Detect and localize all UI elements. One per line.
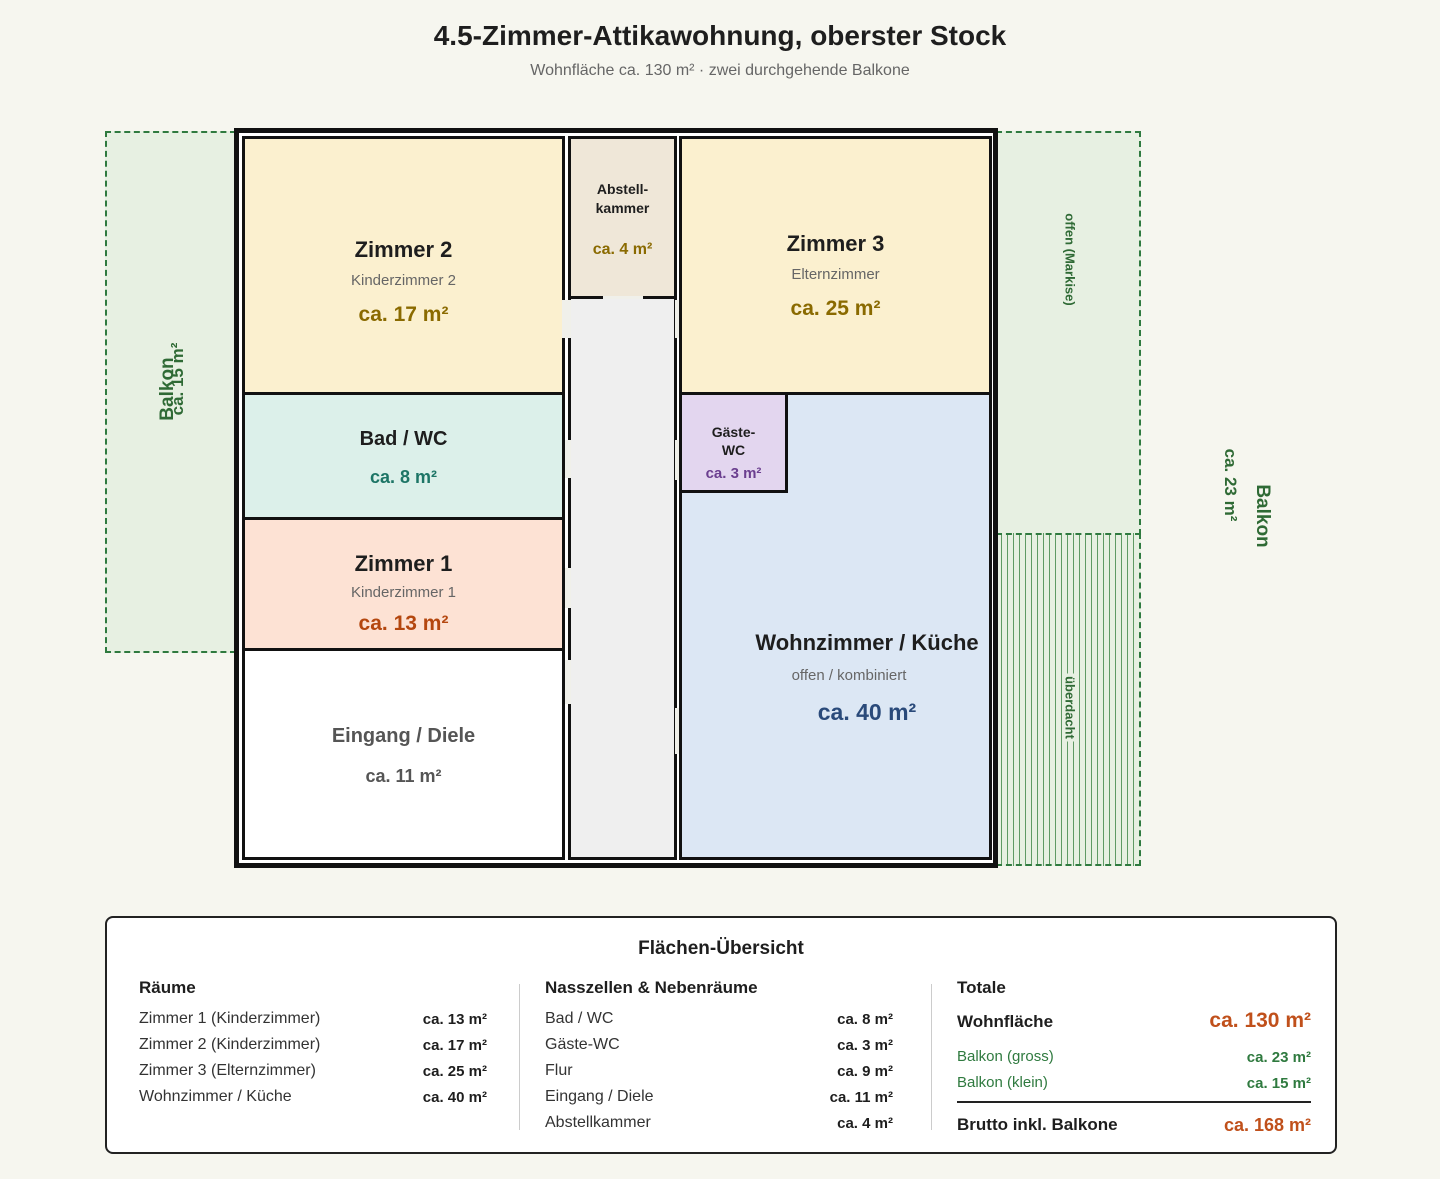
room-zimmer-2: Zimmer 2 Kinderzimmer 2 ca. 17 m²: [242, 136, 565, 395]
list-item: Zimmer 1 (Kinderzimmer) ca. 13 m²: [139, 1010, 487, 1028]
balcony-right-open: [996, 131, 1141, 535]
room-wohnzimmer-area: ca. 40 m²: [817, 699, 917, 725]
room-zimmer-2-sub: Kinderzimmer 2: [350, 272, 457, 289]
room-zimmer-1-name: Zimmer 1: [354, 551, 453, 576]
room-eingang-name: Eingang / Diele: [331, 725, 476, 747]
total-balkon-gross: Balkon (gross) ca. 23 m²: [957, 1048, 1311, 1066]
room-bad-area: ca. 8 m²: [369, 467, 438, 487]
summary-rooms-list: Zimmer 1 (Kinderzimmer) ca. 13 m² Zimmer…: [139, 1010, 487, 1114]
list-item: Zimmer 3 (Elternzimmer) ca. 25 m²: [139, 1062, 487, 1080]
room-gaeste-name-1: Gäste-: [711, 424, 756, 440]
page-title: 4.5-Zimmer-Attikawohnung, oberster Stock: [433, 20, 1007, 51]
total-wohnflaeche: Wohnfläche ca. 130 m²: [957, 1009, 1311, 1032]
room-zimmer-3-name: Zimmer 3: [786, 231, 885, 256]
list-item: Abstellkammer ca. 4 m²: [545, 1114, 893, 1132]
room-zimmer-1: Zimmer 1 Kinderzimmer 1 ca. 13 m²: [242, 517, 565, 651]
list-item: Eingang / Diele ca. 11 m²: [545, 1088, 893, 1106]
room-gaeste-name-2: WC: [721, 442, 746, 458]
list-item: Wohnzimmer / Küche ca. 40 m²: [139, 1088, 487, 1106]
balcony-right-label: Balkon: [1252, 484, 1273, 548]
room-gaeste-wc: Gäste- WC ca. 3 m²: [679, 392, 788, 493]
room-zimmer-1-sub: Kinderzimmer 1: [350, 584, 457, 601]
door-zimmer-2: [562, 300, 571, 338]
room-bad-name: Bad / WC: [359, 428, 448, 450]
door-eingang: [562, 660, 571, 704]
balcony-right-covered-label: überdacht: [1062, 598, 1078, 818]
room-bad: Bad / WC ca. 8 m²: [242, 392, 565, 520]
room-zimmer-3: Zimmer 3 Elternzimmer ca. 25 m²: [679, 136, 992, 395]
balcony-left-area: ca. 15 m²: [168, 342, 187, 416]
room-abstellkammer-area: ca. 4 m²: [592, 241, 653, 258]
room-flur: [568, 296, 677, 860]
room-zimmer-1-area: ca. 13 m²: [358, 612, 449, 635]
door-abstell: [603, 296, 643, 299]
balcony-left: [105, 131, 236, 653]
summary-wet-list: Bad / WC ca. 8 m² Gäste-WC ca. 3 m² Flur…: [545, 1010, 893, 1140]
summary-rooms-heading: Räume: [139, 978, 196, 997]
list-item: Zimmer 2 (Kinderzimmer) ca. 17 m²: [139, 1036, 487, 1054]
room-eingang-area: ca. 11 m²: [365, 766, 442, 786]
door-zimmer-1: [562, 568, 571, 608]
room-zimmer-3-area: ca. 25 m²: [790, 297, 881, 320]
total-brutto: Brutto inkl. Balkone ca. 168 m²: [957, 1115, 1311, 1135]
room-wohnzimmer-name: Wohnzimmer / Küche: [755, 630, 979, 655]
room-abstellkammer: Abstell- kammer ca. 4 m²: [568, 136, 677, 299]
page-subtitle: Wohnfläche ca. 130 m² · zwei durchgehend…: [530, 62, 910, 79]
balcony-right-area: ca. 23 m²: [1221, 448, 1240, 522]
room-eingang: Eingang / Diele ca. 11 m²: [242, 648, 565, 860]
room-abstellkammer-name-1: Abstell-: [596, 181, 649, 197]
list-item: Gäste-WC ca. 3 m²: [545, 1036, 893, 1054]
room-zimmer-2-name: Zimmer 2: [354, 237, 453, 262]
summary-divider-1: [519, 984, 520, 1130]
totals-rule: [957, 1101, 1311, 1103]
door-bad: [562, 440, 571, 478]
room-gaeste-area: ca. 3 m²: [705, 465, 762, 482]
area-summary-panel: Flächen-Übersicht Räume Zimmer 1 (Kinder…: [105, 916, 1337, 1154]
list-item: Flur ca. 9 m²: [545, 1062, 893, 1080]
room-zimmer-2-area: ca. 17 m²: [358, 303, 449, 326]
room-abstellkammer-name-2: kammer: [595, 200, 650, 216]
summary-divider-2: [931, 984, 932, 1130]
balcony-right-open-label: offen (Markise): [1062, 213, 1078, 306]
list-item: Bad / WC ca. 8 m²: [545, 1010, 893, 1028]
room-zimmer-3-sub: Elternzimmer: [791, 266, 880, 283]
total-balkon-klein: Balkon (klein) ca. 15 m²: [957, 1074, 1311, 1092]
summary-totals-heading: Totale: [957, 978, 1006, 997]
summary-wet-heading: Nasszellen & Nebenräume: [545, 978, 758, 997]
summary-title: Flächen-Übersicht: [638, 938, 804, 959]
room-wohnzimmer-sub: offen / kombiniert: [791, 667, 907, 684]
